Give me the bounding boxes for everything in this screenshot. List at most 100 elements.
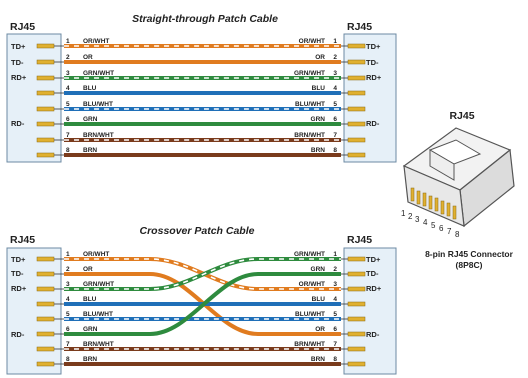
right-pin-stub — [347, 256, 366, 262]
left-pin-stub — [36, 90, 55, 96]
gold-contacts — [410, 187, 457, 220]
signal-label: TD+ — [366, 42, 381, 51]
wire-color-label: BRN/WHT — [83, 132, 114, 139]
wire-number: 3 — [333, 281, 337, 288]
left-pin-stub — [36, 75, 55, 81]
right-pin-stub — [347, 152, 366, 158]
wire-number: 7 — [333, 341, 337, 348]
left-pin-stub — [36, 346, 55, 352]
wire-number: 1 — [333, 38, 337, 45]
straight-through-title: Straight-through Patch Cable — [132, 13, 278, 25]
right-pin-stub — [347, 59, 366, 65]
pin-number: 8 — [455, 230, 460, 239]
right-pin-stub — [347, 106, 366, 112]
wire-color-label: BLU — [83, 296, 97, 303]
wire-color-label: GRN/WHT — [83, 281, 114, 288]
wire-color-label: OR — [83, 54, 93, 61]
signal-label: RD- — [11, 119, 25, 128]
connector-caption-line1: 8-pin RJ45 Connector — [425, 249, 514, 259]
signal-label: RD- — [11, 330, 25, 339]
crossover-left-connector-body — [6, 247, 62, 375]
pin-number: 5 — [431, 221, 436, 230]
wire-color-label: OR — [315, 326, 325, 333]
straight-left-rj45-label: RJ45 — [10, 21, 35, 33]
pin-number: 1 — [401, 209, 406, 218]
pin-number-labels: 1 2 3 4 5 6 7 8 — [401, 209, 460, 239]
right-pin-stub — [347, 90, 366, 96]
wire-color-label: BRN — [83, 147, 97, 154]
wire-color-label: OR/WHT — [299, 281, 325, 288]
wire-color-label: GRN — [83, 326, 98, 333]
wire-number: 6 — [66, 116, 70, 123]
wire-color-label: BRN — [311, 356, 325, 363]
wire-number: 2 — [66, 266, 70, 273]
wire-color-label: GRN — [311, 116, 326, 123]
wire-number: 4 — [66, 296, 70, 303]
wire-color-label: OR/WHT — [83, 38, 109, 45]
wire-color-label: OR — [83, 266, 93, 273]
wire-color-label: BRN/WHT — [294, 132, 325, 139]
wire-number: 2 — [333, 266, 337, 273]
wire-color-label: BRN/WHT — [294, 341, 325, 348]
wire-color-label: BLU/WHT — [83, 311, 113, 318]
straight-wires: 1 OR/WHT 2 OR 3 GRN/WHT 4 BLU 5 BLU/WHT 6 GRN 7 BRN/W… — [36, 38, 366, 158]
signal-label: TD- — [11, 269, 24, 278]
wire-number: 3 — [333, 70, 337, 77]
left-pin-stub — [36, 43, 55, 49]
signal-label: RD+ — [366, 284, 382, 293]
wire-number: 4 — [333, 85, 337, 92]
signal-label: TD+ — [11, 255, 26, 264]
wire-number: 8 — [66, 147, 70, 154]
wire-color-label: GRN — [83, 116, 98, 123]
wire-number: 6 — [333, 326, 337, 333]
crossover-right-connector-body — [343, 247, 397, 375]
wire-color-label: BRN — [83, 356, 97, 363]
straight-through-panel: Straight-through Patch Cable RJ45 RJ45 T… — [6, 13, 397, 163]
wire-color-label: OR — [315, 54, 325, 61]
right-pin-stub — [347, 301, 366, 307]
wire-number: 8 — [66, 356, 70, 363]
right-pin-stub — [347, 286, 366, 292]
wire-number: 7 — [333, 132, 337, 139]
left-pin-stub — [36, 106, 55, 112]
wire-number: 5 — [333, 101, 337, 108]
wire-color-label: BLU — [83, 85, 97, 92]
left-pin-stub — [36, 316, 55, 322]
wire-color-label: GRN/WHT — [294, 70, 325, 77]
signal-label: RD+ — [11, 284, 27, 293]
wire-grn — [64, 272, 341, 336]
signal-label: TD- — [366, 58, 379, 67]
connector-illustration-title: RJ45 — [449, 110, 474, 122]
wire-number: 7 — [66, 132, 70, 139]
straight-left-signal-labels: TD+ TD- RD+ RD- — [11, 42, 27, 128]
wire-number: 4 — [333, 296, 337, 303]
wire-number: 7 — [66, 341, 70, 348]
wire-color-label: BRN/WHT — [83, 341, 114, 348]
wire-number: 4 — [66, 85, 70, 92]
wire-color-label: BLU/WHT — [295, 101, 325, 108]
right-pin-stub — [347, 121, 366, 127]
crossover-title: Crossover Patch Cable — [140, 225, 255, 237]
wire-color-label: BRN — [311, 147, 325, 154]
wire-number: 5 — [66, 101, 70, 108]
right-pin-stub — [347, 137, 366, 143]
wire-number: 5 — [66, 311, 70, 318]
wire-number: 3 — [66, 281, 70, 288]
left-pin-stub — [36, 152, 55, 158]
left-pin-stub — [36, 361, 55, 367]
right-pin-stub — [347, 271, 366, 277]
pin-number: 2 — [408, 212, 413, 221]
right-pin-stub — [347, 43, 366, 49]
right-pin-stub — [347, 316, 366, 322]
left-pin-stub — [36, 121, 55, 127]
left-pin-stub — [36, 286, 55, 292]
pin-number: 3 — [415, 215, 420, 224]
wire-color-label: BLU — [312, 296, 326, 303]
pin-number: 7 — [447, 227, 452, 236]
crossover-panel: Crossover Patch Cable RJ45 RJ45 TD+ TD- … — [6, 225, 397, 375]
signal-label: TD+ — [366, 255, 381, 264]
wire-number: 2 — [66, 54, 70, 61]
rj45-plug-icon — [402, 127, 515, 228]
left-pin-stub — [36, 331, 55, 337]
